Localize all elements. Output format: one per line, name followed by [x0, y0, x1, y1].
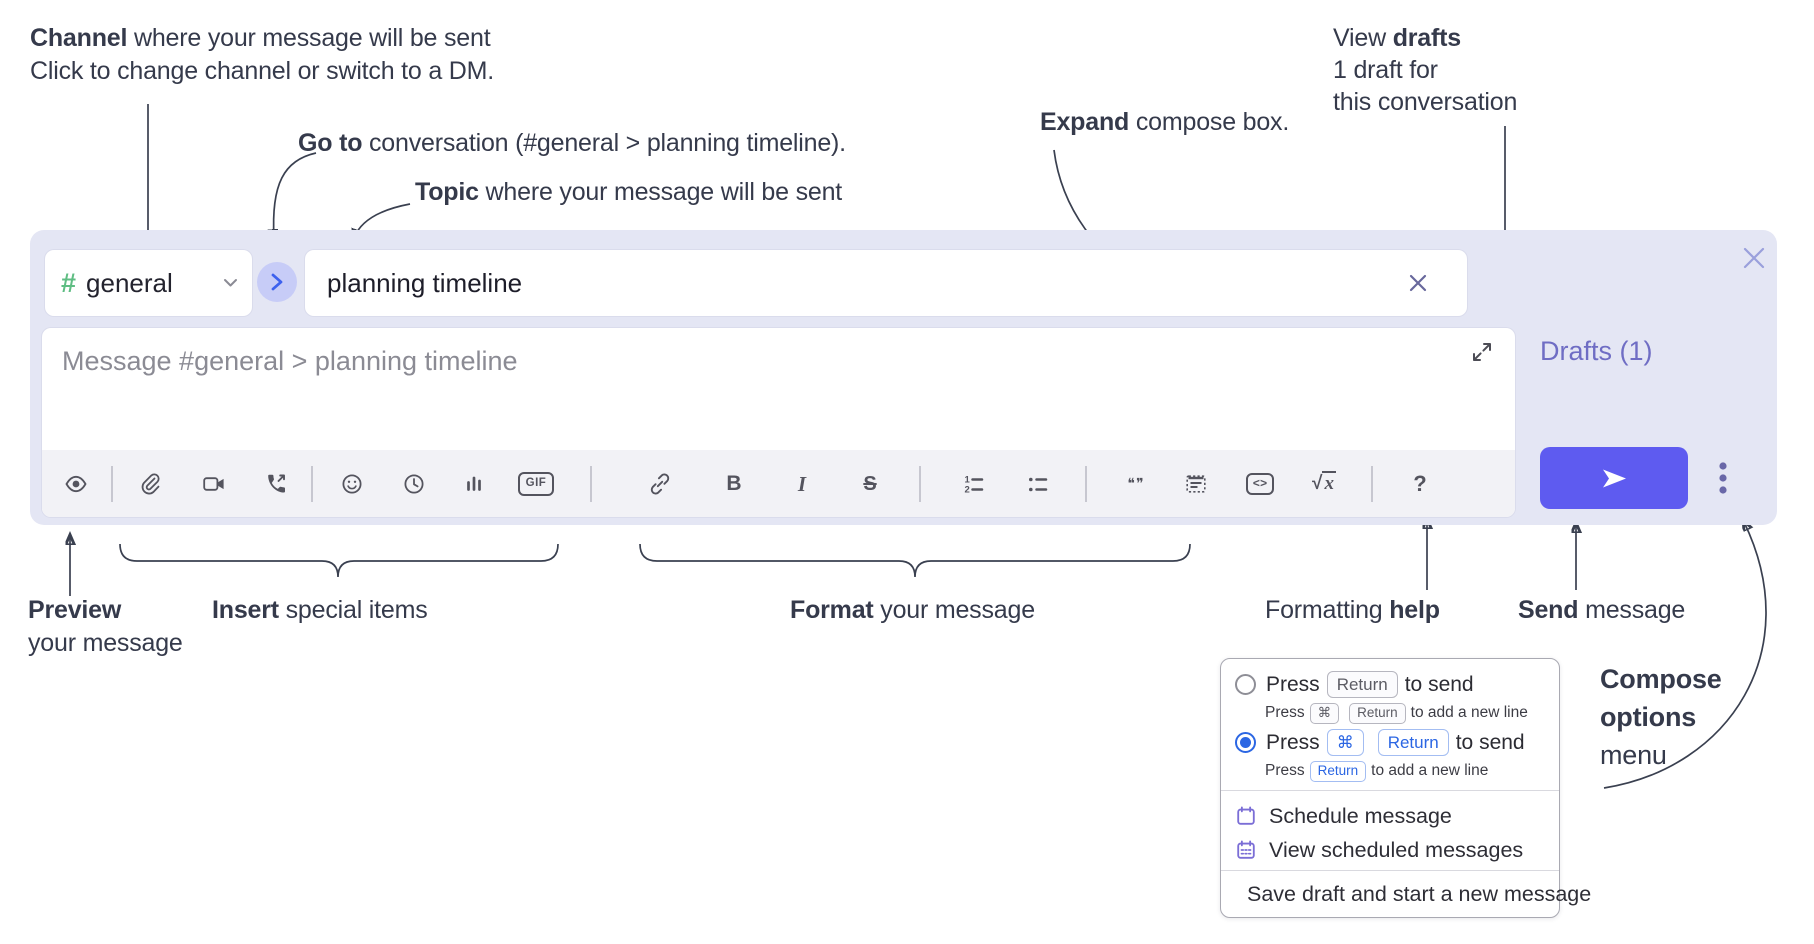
kbd-return: Return: [1309, 761, 1367, 782]
bold-icon[interactable]: B: [726, 472, 742, 495]
clock-icon[interactable]: [394, 470, 434, 498]
link-icon[interactable]: [640, 470, 680, 498]
toolbar-divider: [1085, 466, 1087, 502]
compose-toolbar: GIF B I S: [42, 450, 1515, 517]
formatting-help-icon[interactable]: ?: [1413, 471, 1427, 496]
kbd-return: Return: [1326, 671, 1398, 699]
view-drafts-annotation-line2: 1 draft for: [1333, 56, 1438, 84]
calendar-icon: [1237, 806, 1255, 825]
option-cmd-return-to-send[interactable]: Press ⌘ Return to send: [1235, 729, 1549, 757]
goto-annotation: Go to conversation (#general > planning …: [298, 129, 846, 157]
clear-topic-icon[interactable]: [1409, 274, 1427, 292]
channel-hash-icon: #: [61, 267, 77, 298]
formula-icon[interactable]: √x: [1312, 471, 1336, 494]
option-return-to-send[interactable]: Press Return to send: [1235, 671, 1549, 699]
menu-divider: [1221, 870, 1559, 871]
option-cmd-return-subtext: Press Return to add a new line: [1265, 761, 1551, 782]
format-brace: [639, 543, 1191, 578]
kbd-return: Return: [1377, 729, 1449, 757]
blockquote-icon[interactable]: ❝❞: [1127, 476, 1145, 492]
expand-annotation: Expand compose box.: [1040, 108, 1290, 136]
kbd-cmd: ⌘: [1309, 703, 1340, 724]
save-draft-item[interactable]: Save draft and start a new message: [1235, 879, 1591, 909]
goto-conversation-button[interactable]: [257, 262, 297, 302]
compose-options-menu: Press Return to send Press ⌘ Return to a…: [1220, 658, 1591, 918]
channel-annotation-line2: Click to change channel or switch to a D…: [30, 57, 495, 85]
poll-chart-icon[interactable]: [454, 470, 494, 498]
preview-annotation: Preview: [28, 596, 122, 624]
formatting-help-annotation: Formatting help: [1265, 596, 1440, 624]
attach-paperclip-icon[interactable]: [130, 470, 170, 498]
topic-annotation: Topic where your message will be sent: [415, 178, 843, 206]
compose-options-button[interactable]: [1705, 455, 1741, 501]
topic-input[interactable]: [305, 250, 1467, 316]
ordered-list-icon[interactable]: 1 2: [954, 470, 994, 498]
insert-brace: [119, 543, 559, 578]
svg-text:2: 2: [965, 485, 970, 496]
strikethrough-icon[interactable]: S: [863, 472, 877, 495]
channel-selector-button[interactable]: # general: [45, 250, 252, 316]
send-annotation: Send message: [1518, 596, 1686, 624]
message-box: Message #general > planning timeline: [42, 328, 1515, 517]
channel-annotation: Channel where your message will be sent: [30, 24, 491, 52]
svg-text:1: 1: [965, 475, 971, 486]
goto-arrow: [274, 152, 317, 238]
menu-divider: [1221, 790, 1559, 791]
gif-icon[interactable]: GIF: [508, 470, 564, 498]
radio-unselected-icon[interactable]: [1235, 674, 1256, 696]
preview-annotation-line2: your message: [28, 629, 183, 657]
phone-call-icon[interactable]: [256, 470, 296, 498]
channel-name: general: [86, 267, 173, 298]
toolbar-divider: [311, 466, 313, 502]
inline-code-icon[interactable]: <>: [1240, 470, 1280, 498]
compose-box-panel: # general Message #general > planning ti…: [30, 230, 1777, 525]
drafts-link[interactable]: Drafts (1): [1540, 336, 1653, 366]
topic-field: [305, 250, 1467, 316]
toolbar-divider: [590, 466, 592, 502]
toolbar-divider: [919, 466, 921, 502]
view-drafts-annotation-line3: this conversation: [1333, 88, 1518, 116]
toolbar-divider: [111, 466, 113, 502]
italic-icon[interactable]: I: [797, 471, 807, 496]
format-annotation: Format your message: [790, 596, 1035, 624]
close-icon[interactable]: [1742, 246, 1766, 270]
video-icon[interactable]: [194, 470, 234, 498]
schedule-message-item[interactable]: Schedule message: [1235, 801, 1549, 831]
code-block-icon[interactable]: [1176, 470, 1216, 498]
chevron-right-icon: [271, 273, 283, 291]
radio-selected-icon[interactable]: [1235, 732, 1256, 754]
option-return-subtext: Press ⌘ Return to add a new line: [1265, 703, 1551, 724]
kebab-menu-icon: [1719, 462, 1727, 494]
bullet-list-icon[interactable]: [1018, 470, 1058, 498]
view-scheduled-messages-item[interactable]: View scheduled messages: [1235, 835, 1549, 865]
message-input[interactable]: Message #general > planning timeline: [62, 346, 518, 376]
send-button[interactable]: [1540, 447, 1688, 509]
toolbar-divider: [1371, 466, 1373, 502]
kbd-cmd: ⌘: [1326, 729, 1364, 757]
calendar-list-icon: [1237, 840, 1255, 859]
emoji-icon[interactable]: [332, 470, 372, 498]
compose-options-annotation: Compose options menu: [1600, 664, 1722, 770]
view-drafts-annotation: View drafts: [1333, 24, 1461, 52]
preview-eye-icon[interactable]: [56, 470, 96, 498]
kbd-return: Return: [1349, 703, 1406, 724]
expand-compose-icon[interactable]: [1470, 340, 1494, 364]
chevron-down-icon: [224, 279, 237, 287]
send-icon: [1602, 469, 1626, 487]
insert-annotation: Insert special items: [212, 596, 428, 624]
